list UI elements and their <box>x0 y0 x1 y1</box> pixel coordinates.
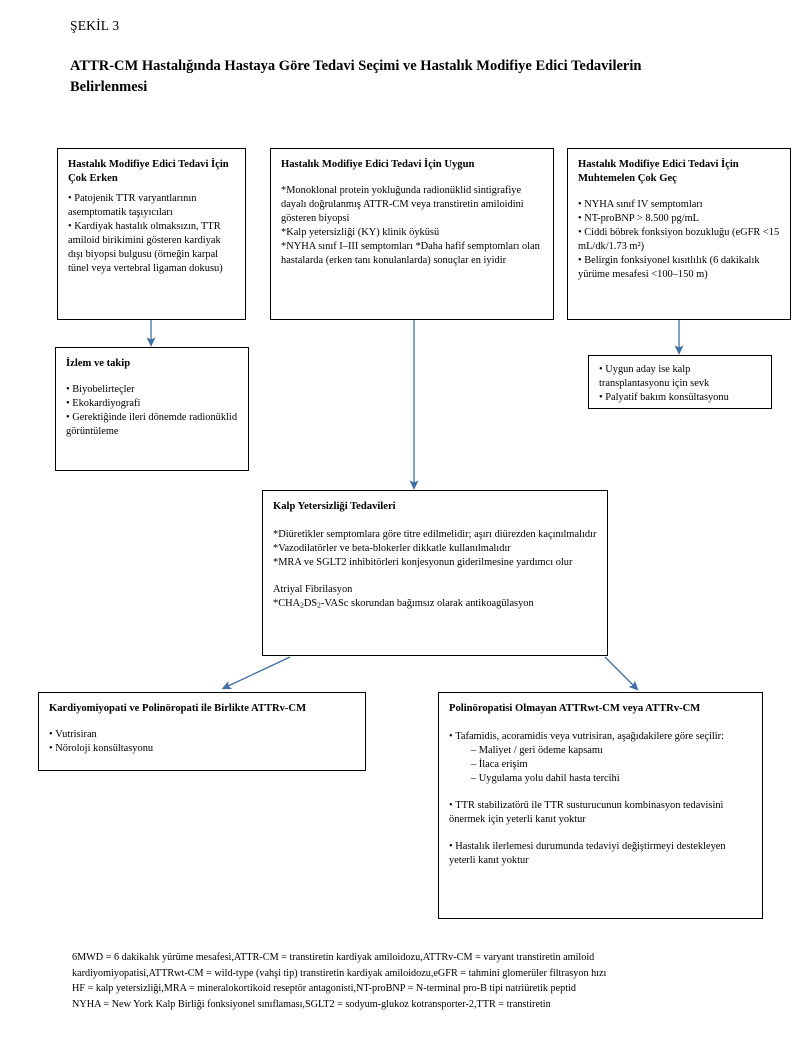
spacer <box>449 827 752 840</box>
list-item: Belirgin fonksiyonel kısıtlılık (6 dakik… <box>578 254 780 282</box>
node-no-polyneuropathy-title: Polinöropatisi Olmayan ATTRwt-CM veya AT… <box>449 703 701 714</box>
node-transplant-list: Uygun aday ise kalp transplantasyonu içi… <box>599 363 761 405</box>
list-item: Palyatif bakım konsültasyonu <box>599 391 761 405</box>
node-cm-with-polyneuropathy: Kardiyomiyopati ve Polinöropati ile Birl… <box>38 692 366 771</box>
node-too-late-title: Hastalık Modifiye Edici Tedavi İçin Muht… <box>578 159 739 185</box>
list-item: NYHA sınıf IV semptomları <box>578 198 780 212</box>
list-item: Hastalık ilerlemesi durumunda tedaviyi d… <box>449 840 752 868</box>
list-item: *MRA ve SGLT2 inhibitörleri konjesyonun … <box>273 556 573 568</box>
footnote-line: kardiyomiyopatisi,ATTRwt-CM = wild-type … <box>72 967 607 979</box>
abbreviations-footnote: 6MWD = 6 dakikalık yürüme mesafesi,ATTR-… <box>72 950 762 1012</box>
footnote-line: 6MWD = 6 dakikalık yürüme mesafesi,ATTR-… <box>72 952 595 963</box>
node-heart-failure-subheading: Atriyal Fibrilasyon <box>273 583 353 595</box>
node-too-early: Hastalık Modifiye Edici Tedavi İçin Çok … <box>57 148 246 320</box>
list-item: *Diüretikler semptomlara göre titre edil… <box>273 529 597 541</box>
list-item: Maliyet / geri ödeme kapsamı <box>449 744 752 758</box>
node-monitor: İzlem ve takip Biyobelirteçler Ekokardiy… <box>55 347 249 471</box>
node-no-polyneuropathy: Polinöropatisi Olmayan ATTRwt-CM veya AT… <box>438 692 763 919</box>
list-item: NT-proBNP > 8.500 pg/mL <box>578 212 780 226</box>
node-heart-failure-af-item: *CHA2DS2-VASc skorundan bağımsız olarak … <box>273 597 534 610</box>
arrow-hf-to-no-pn <box>604 656 639 691</box>
footnote-line: NYHA = New York Kalp Birliği fonksiyonel… <box>72 998 551 1010</box>
list-item: Patojenik TTR varyantlarının asemptomati… <box>68 192 235 220</box>
list-item: Ciddi böbrek fonksiyon bozukluğu (eGFR <… <box>578 226 780 254</box>
node-no-polyneuropathy-list-2: TTR stabilizatörü ile TTR susturucunun k… <box>449 799 752 827</box>
list-item: Vutrisiran <box>49 728 355 742</box>
node-no-polyneuropathy-list-3: Hastalık ilerlemesi durumunda tedaviyi d… <box>449 840 752 868</box>
list-item: Uygun aday ise kalp transplantasyonu içi… <box>599 363 761 391</box>
spacer <box>273 570 597 583</box>
node-too-early-list: Patojenik TTR varyantlarının asemptomati… <box>68 192 235 276</box>
node-candidate-title: Hastalık Modifiye Edici Tedavi İçin Uygu… <box>281 159 475 170</box>
node-transplant: Uygun aday ise kalp transplantasyonu içi… <box>588 355 772 409</box>
list-item: Gerektiğinde ileri dönemde radionüklid g… <box>66 411 238 439</box>
node-heart-failure-list: *Diüretikler semptomlara göre titre edil… <box>273 528 597 570</box>
list-item: TTR stabilizatörü ile TTR susturucunun k… <box>449 799 752 827</box>
list-item: İlaca erişim <box>449 758 752 772</box>
list-item: Biyobelirteçler <box>66 383 238 397</box>
list-item: *Vazodilatörler ve beta-blokerler dikkat… <box>273 543 511 555</box>
list-item: Uygulama yolu dahil hasta tercihi <box>449 772 752 786</box>
list-item: *Monoklonal protein yokluğunda radionükl… <box>281 185 524 224</box>
list-item: *NYHA sınıf I–III semptomları *Daha hafi… <box>281 240 540 266</box>
node-too-early-title: Hastalık Modifiye Edici Tedavi İçin Çok … <box>68 159 229 185</box>
list-item: Ekokardiyografi <box>66 397 238 411</box>
node-no-polyneuropathy-list: Tafamidis, acoramidis veya vutrisiran, a… <box>449 730 752 786</box>
node-candidate: Hastalık Modifiye Edici Tedavi İçin Uygu… <box>270 148 554 320</box>
node-too-late: Hastalık Modifiye Edici Tedavi İçin Muht… <box>567 148 791 320</box>
figure-title: ATTR-CM Hastalığında Hastaya Göre Tedavi… <box>70 58 642 95</box>
node-monitor-title: İzlem ve takip <box>66 358 131 369</box>
list-item: *Kalp yetersizliği (KY) klinik öyküsü <box>281 226 440 238</box>
footnote-line: HF = kalp yetersizliği,MRA = mineralokor… <box>72 983 576 994</box>
arrow-hf-to-cm-pn <box>221 656 291 690</box>
node-heart-failure: Kalp Yetersizliği Tedavileri *Diüretikle… <box>262 490 608 656</box>
node-too-late-list: NYHA sınıf IV semptomları NT-proBNP > 8.… <box>578 198 780 282</box>
list-item: Nöroloji konsültasyonu <box>49 742 355 756</box>
node-heart-failure-title: Kalp Yetersizliği Tedavileri <box>273 501 396 512</box>
list-item: Tafamidis, acoramidis veya vutrisiran, a… <box>449 730 752 744</box>
spacer <box>449 786 752 799</box>
figure-label: ŞEKİL 3 <box>70 18 120 33</box>
node-cm-with-polyneuropathy-title: Kardiyomiyopati ve Polinöropati ile Birl… <box>49 703 307 714</box>
node-cm-with-polyneuropathy-list: Vutrisiran Nöroloji konsültasyonu <box>49 728 355 756</box>
node-candidate-list: *Monoklonal protein yokluğunda radionükl… <box>281 184 543 268</box>
list-item: Kardiyak hastalık olmaksızın, TTR amiloi… <box>68 220 235 276</box>
node-monitor-list: Biyobelirteçler Ekokardiyografi Gerektiğ… <box>66 383 238 439</box>
